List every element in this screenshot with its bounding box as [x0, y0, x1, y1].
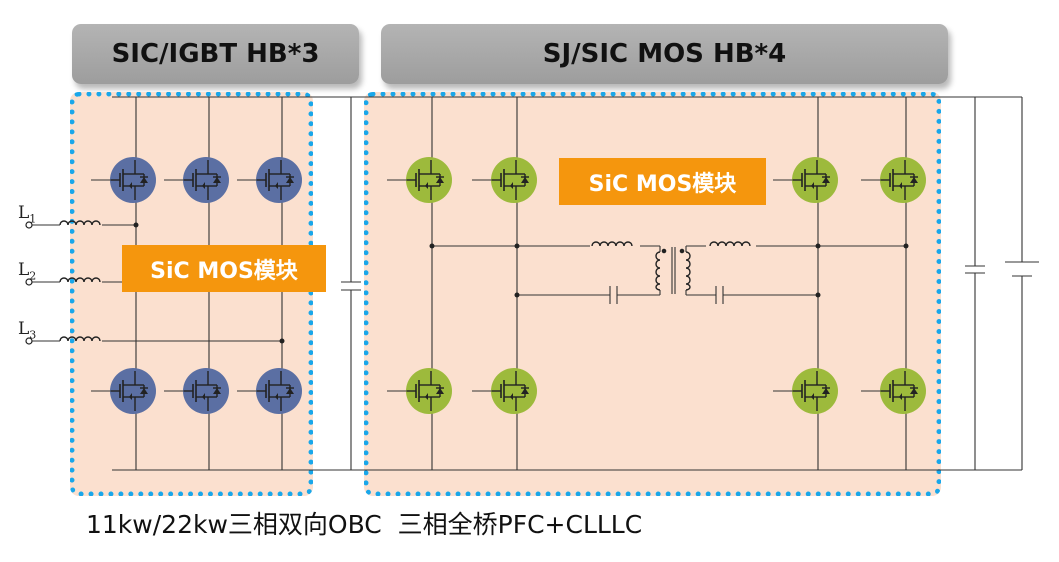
diagram-caption: 11kw/22kw三相双向OBC 三相全桥PFC+CLLLC [86, 510, 643, 539]
transformer-icon [655, 248, 691, 291]
dcdc-stage-header: SJ/SIC MOS HB*4 [381, 24, 948, 84]
phase-inductor-icon [59, 220, 101, 342]
phase-label-l2: L2 [18, 260, 37, 283]
resonant-inductor-icon [591, 241, 751, 247]
pfc-module-label: SiC MOS模块 [122, 245, 326, 292]
phase-label-l3: L3 [18, 319, 37, 342]
sic-mosfet-switch-icon [387, 157, 926, 414]
sic-igbt-switch-icon [91, 157, 302, 414]
dcdc-module-label: SiC MOS模块 [559, 158, 766, 205]
phase-label-l1: L1 [18, 203, 37, 226]
pfc-stage-header: SIC/IGBT HB*3 [72, 24, 359, 84]
